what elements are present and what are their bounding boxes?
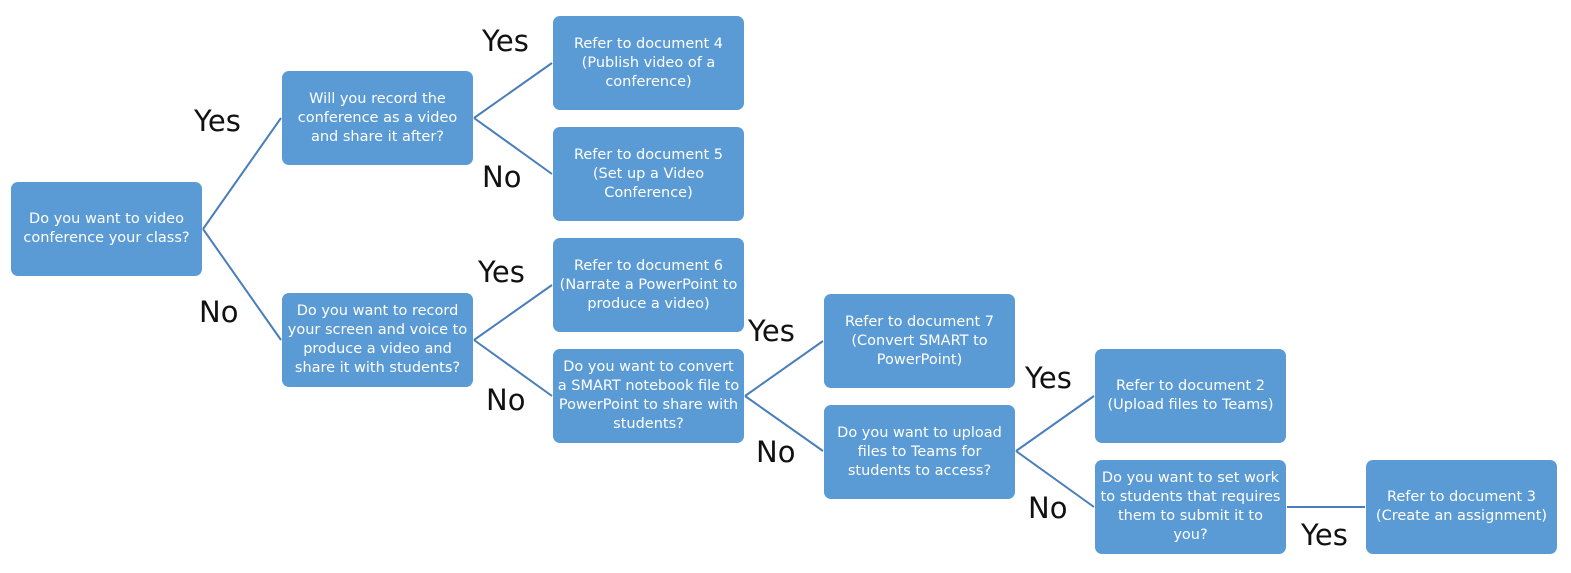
label-q6-yes: Yes — [1301, 518, 1348, 552]
edge-q2-no — [473, 117, 553, 175]
node-convert-smart: Do you want to convert a SMART notebook … — [553, 349, 744, 443]
edge-q3-yes — [473, 284, 553, 341]
label-q5-no: No — [1028, 491, 1068, 525]
edge-q2-yes — [473, 62, 553, 119]
edge-q1-no — [202, 228, 282, 341]
label-q5-yes: Yes — [1025, 361, 1072, 395]
label-q4-yes: Yes — [748, 314, 795, 348]
node-record-conference: Will you record the conference as a vide… — [282, 71, 473, 165]
node-upload-files: Do you want to upload files to Teams for… — [824, 405, 1015, 499]
label-q2-yes: Yes — [482, 24, 529, 58]
edge-q4-yes — [744, 340, 824, 397]
node-record-screen: Do you want to record your screen and vo… — [282, 293, 473, 387]
node-document-2: Refer to document 2 (Upload files to Tea… — [1095, 349, 1286, 443]
node-document-5: Refer to document 5 (Set up a Video Conf… — [553, 127, 744, 221]
node-document-6: Refer to document 6 (Narrate a PowerPoin… — [553, 238, 744, 332]
label-q2-no: No — [482, 160, 522, 194]
edge-q4-no — [744, 395, 824, 452]
node-document-4: Refer to document 4 (Publish video of a … — [553, 16, 744, 110]
label-q3-yes: Yes — [478, 255, 525, 289]
label-q1-yes: Yes — [194, 104, 241, 138]
edge-q3-no — [473, 339, 553, 397]
edge-q5-yes — [1015, 395, 1095, 452]
label-q1-no: No — [199, 295, 239, 329]
node-set-work: Do you want to set work to students that… — [1095, 460, 1286, 554]
edge-q5-no — [1015, 450, 1095, 508]
label-q3-no: No — [486, 383, 526, 417]
node-document-3: Refer to document 3 (Create an assignmen… — [1366, 460, 1557, 554]
edge-q1-yes — [202, 117, 282, 230]
label-q4-no: No — [756, 435, 796, 469]
node-video-conference: Do you want to video conference your cla… — [11, 182, 202, 276]
node-document-7: Refer to document 7 (Convert SMART to Po… — [824, 294, 1015, 388]
